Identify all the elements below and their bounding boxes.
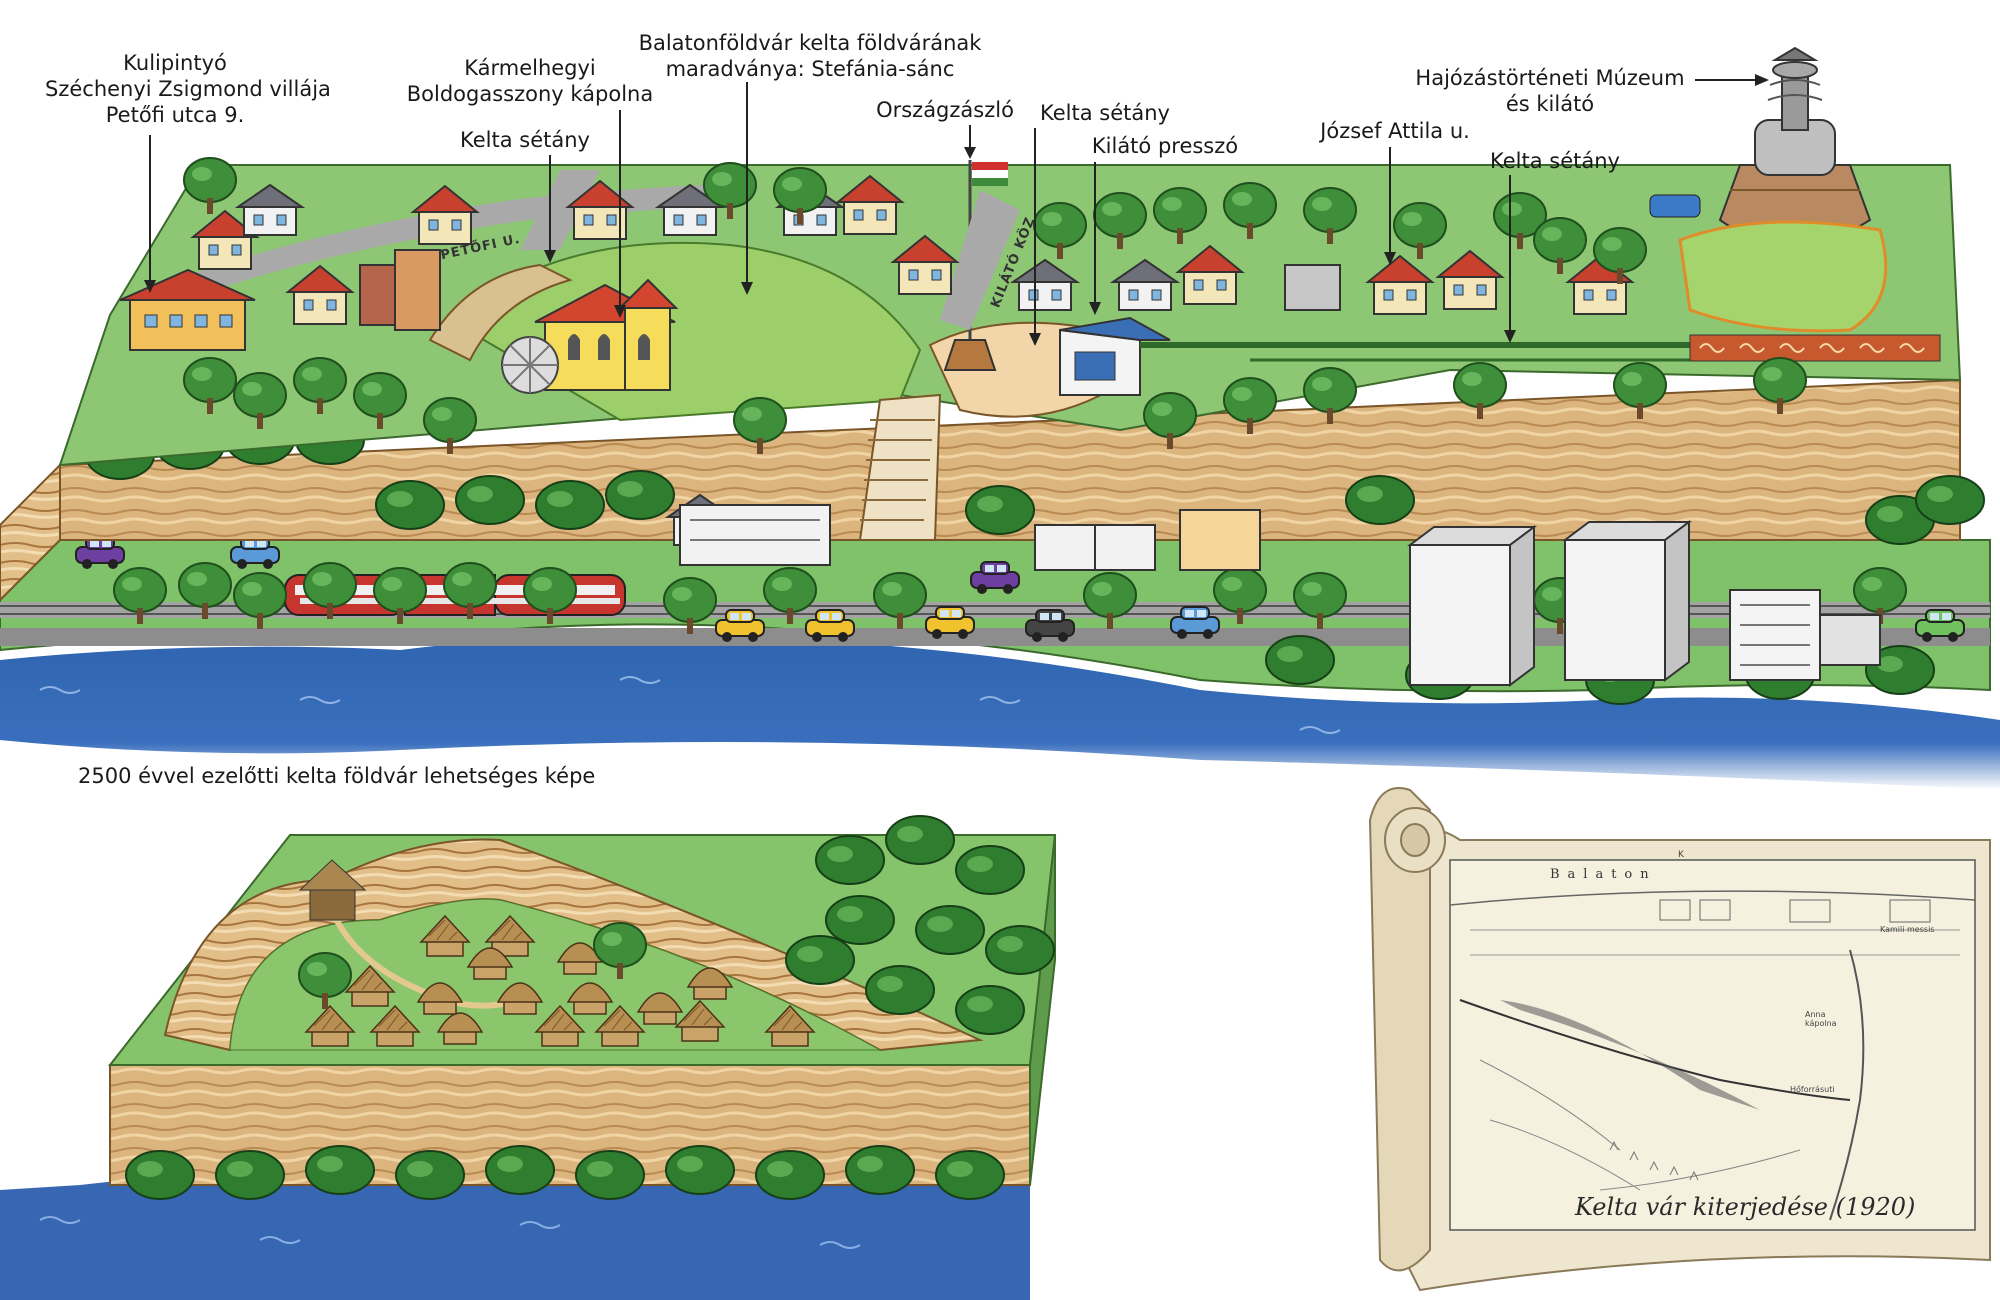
celtic-fort-caption: 2500 évvel ezelőtti kelta földvár lehets… — [78, 764, 596, 788]
celtic-fort-illustration — [0, 815, 1057, 1300]
label-stefania-sanc-line1: Balatonföldvár kelta földvárának — [638, 31, 982, 55]
old-map-label-hoforras: Hőforrásuti — [1790, 1085, 1835, 1094]
old-map-caption: Kelta vár kiterjedése (1920) — [1575, 1193, 1916, 1221]
pointer-kulipintyo — [144, 135, 156, 293]
terraced-hotel — [1729, 589, 1881, 681]
label-kulipintyo-line1: Kulipintyó — [123, 51, 227, 75]
label-hajozastorteneti: Hajózástörténeti Múzeum és kilátó — [1390, 65, 1710, 117]
kilato-koz-road — [940, 190, 1020, 330]
label-kilato-presszo: Kilátó presszó — [1091, 134, 1239, 158]
label-hajozastorteneti-line1: Hajózástörténeti Múzeum — [1415, 66, 1685, 90]
pointer-kelta-setany-3 — [1504, 175, 1516, 343]
label-kulipintyo-line3: Petőfi utca 9. — [105, 103, 245, 127]
label-kulipintyo: Kulipintyó Széchenyi Zsigmond villája Pe… — [45, 50, 331, 128]
label-stefania-sanc-line2: maradványa: Stefánia-sánc — [665, 57, 955, 81]
label-kelta-setany-2: Kelta sétány — [1040, 101, 1170, 125]
kilato-presszo-building — [1059, 316, 1171, 396]
label-karmelhegyi-line1: Kármelhegyi — [464, 56, 596, 80]
pointer-orszagzaszlo — [964, 125, 976, 159]
label-karmelhegyi: Kármelhegyi Boldogasszony kápolna — [400, 55, 660, 107]
balaton-lake — [0, 634, 2000, 790]
lake-road — [0, 628, 1990, 646]
pointer-kilato-presszo — [1089, 162, 1101, 315]
pointer-hajozastorteneti — [1695, 74, 1769, 86]
label-kelta-setany-3: Kelta sétány — [1490, 149, 1620, 173]
old-map-label-kamili: Kamili messis — [1880, 925, 1935, 934]
label-jozsef-attila: József Attila u. — [1320, 119, 1470, 143]
kulipintyo-villa — [119, 268, 256, 351]
playground — [1678, 220, 1888, 333]
pointer-kelta-setany-2 — [1029, 128, 1041, 346]
old-map-lake-name: Balaton — [1550, 867, 1657, 882]
label-stefania-sanc: Balatonföldvár kelta földvárának maradvá… — [625, 30, 995, 82]
petofi-street-road — [176, 184, 721, 301]
pointer-karmelhegyi — [614, 110, 626, 318]
label-kelta-setany-1: Kelta sétány — [460, 128, 590, 152]
pointer-stefania-sanc — [741, 82, 753, 295]
karmelhegyi-kapolna — [534, 278, 679, 391]
decorative-frieze — [1689, 334, 1941, 362]
pointer-kelta-setany-1 — [544, 155, 556, 263]
scroll-icon — [1368, 787, 1991, 1292]
label-kulipintyo-line2: Széchenyi Zsigmond villája — [45, 77, 331, 101]
old-map-label-anna: Anna kápolna — [1805, 1010, 1837, 1028]
label-orszagzaszlo: Országzászló — [876, 98, 1014, 122]
old-map-label-k: K — [1678, 850, 1684, 860]
label-karmelhegyi-line2: Boldogasszony kápolna — [406, 82, 654, 106]
pointer-jozsef-attila — [1384, 147, 1396, 265]
label-hajozastorteneti-line2: és kilátó — [1505, 92, 1595, 116]
